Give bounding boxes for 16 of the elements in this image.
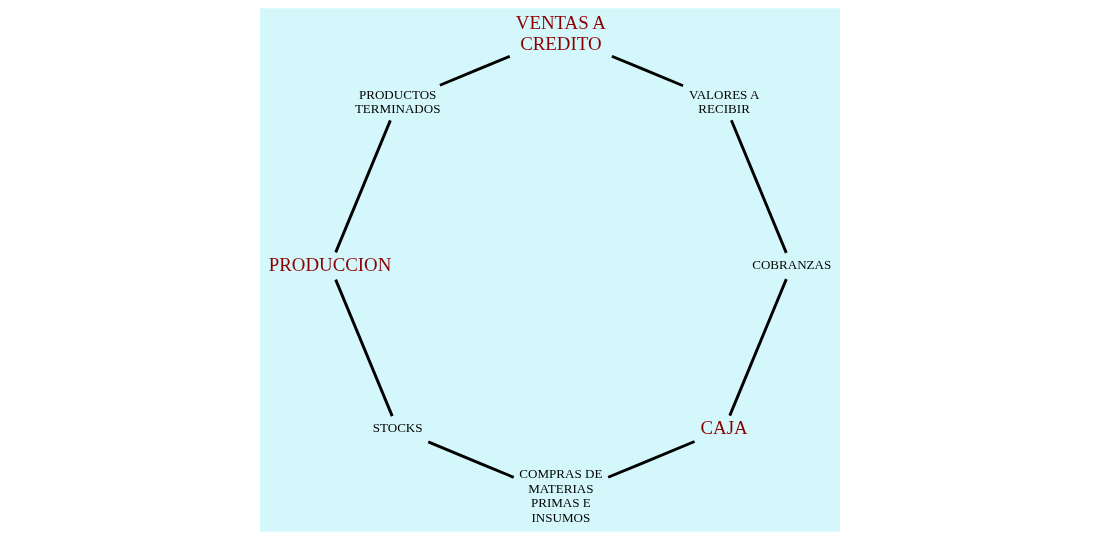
connector (610, 54, 684, 88)
connector (427, 440, 514, 479)
node-text: PRODUCTOS TERMINADOS (354, 86, 440, 117)
node-text: COMPRAS DE MATERIAS PRIMAS E INSUMOS (518, 466, 602, 525)
connector (333, 119, 392, 253)
node-text: COBRANZAS (751, 257, 831, 273)
node-text: VALORES A RECIBIR (688, 86, 759, 117)
node-text: CAJA (700, 416, 748, 438)
connector (607, 440, 695, 479)
node-text: PRODUCCION (268, 253, 391, 275)
connector (727, 278, 788, 417)
connector (438, 55, 510, 87)
node-text: VENTAS A CREDITO (515, 12, 606, 55)
connector (729, 119, 788, 254)
node-text: STOCKS (372, 420, 423, 436)
connector (333, 279, 394, 417)
